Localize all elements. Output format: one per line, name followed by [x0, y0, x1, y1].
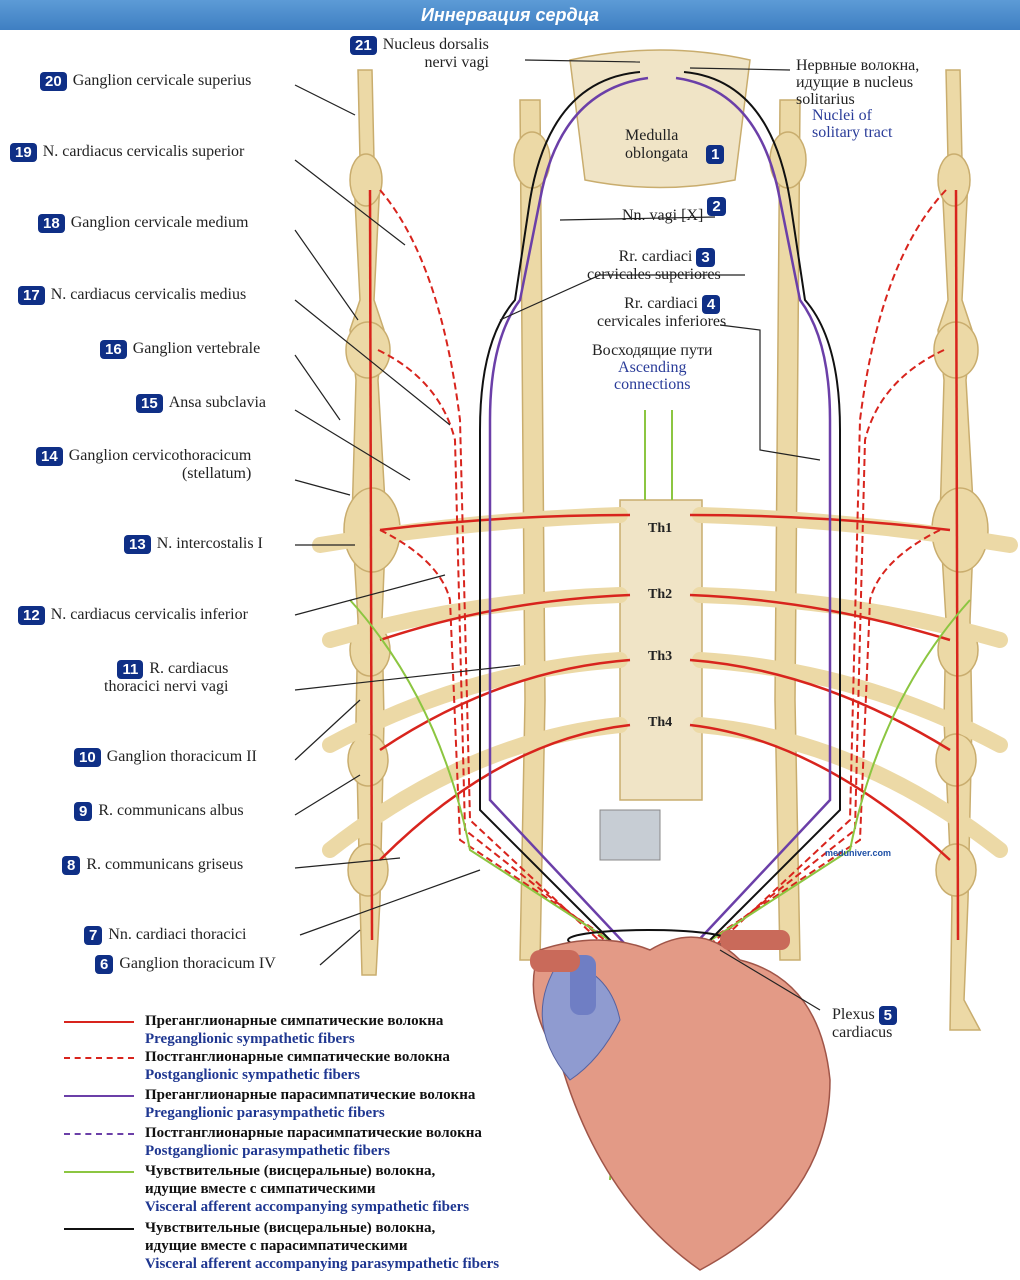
- segment-th2: Th2: [648, 587, 673, 602]
- legend-item-afferent-symp: Чувствительные (висцеральные) волокна,ид…: [145, 1163, 470, 1215]
- visceral-afferent-parasympathetic-fibers: [479, 71, 841, 961]
- sympathetic-trunk-right: [931, 69, 989, 1031]
- segment-th4: Th4: [648, 715, 673, 730]
- page-title: Иннервация сердца: [420, 5, 600, 25]
- segment-th1: Th1: [648, 521, 673, 536]
- watermark-logo: meduniver.com: [825, 848, 892, 858]
- legend-swatch-para-post: [64, 1133, 134, 1135]
- label-2: Nn. vagi [X] 2: [622, 197, 732, 226]
- legend-item-para-pre: Преганглионарные парасимпатические волок…: [145, 1087, 476, 1121]
- postganglionic-sympathetic-fibers: [377, 189, 947, 1141]
- legend-item-para-post: Постганглионарные парасимпатические воло…: [145, 1125, 482, 1159]
- medulla-oblongata: [569, 49, 751, 189]
- heart: [530, 809, 831, 1271]
- legend-item-afferent-para: Чувствительные (висцеральные) волокна,ид…: [145, 1220, 500, 1272]
- legend-swatch-afferent-symp: [64, 1171, 134, 1173]
- leader-lines: [294, 59, 821, 1011]
- legend-swatch-para-pre: [64, 1095, 134, 1097]
- segment-th3: Th3: [648, 649, 673, 664]
- legend-swatch-symp-post: [64, 1057, 134, 1059]
- preganglionic-sympathetic-fibers: [368, 189, 960, 941]
- legend-swatch-afferent-para: [64, 1228, 134, 1230]
- legend-swatch-symp-pre: [64, 1021, 134, 1023]
- title-bar: Иннервация сердца: [0, 0, 1020, 30]
- spinal-cord: [619, 499, 703, 801]
- preganglionic-parasympathetic-fibers: [488, 76, 832, 961]
